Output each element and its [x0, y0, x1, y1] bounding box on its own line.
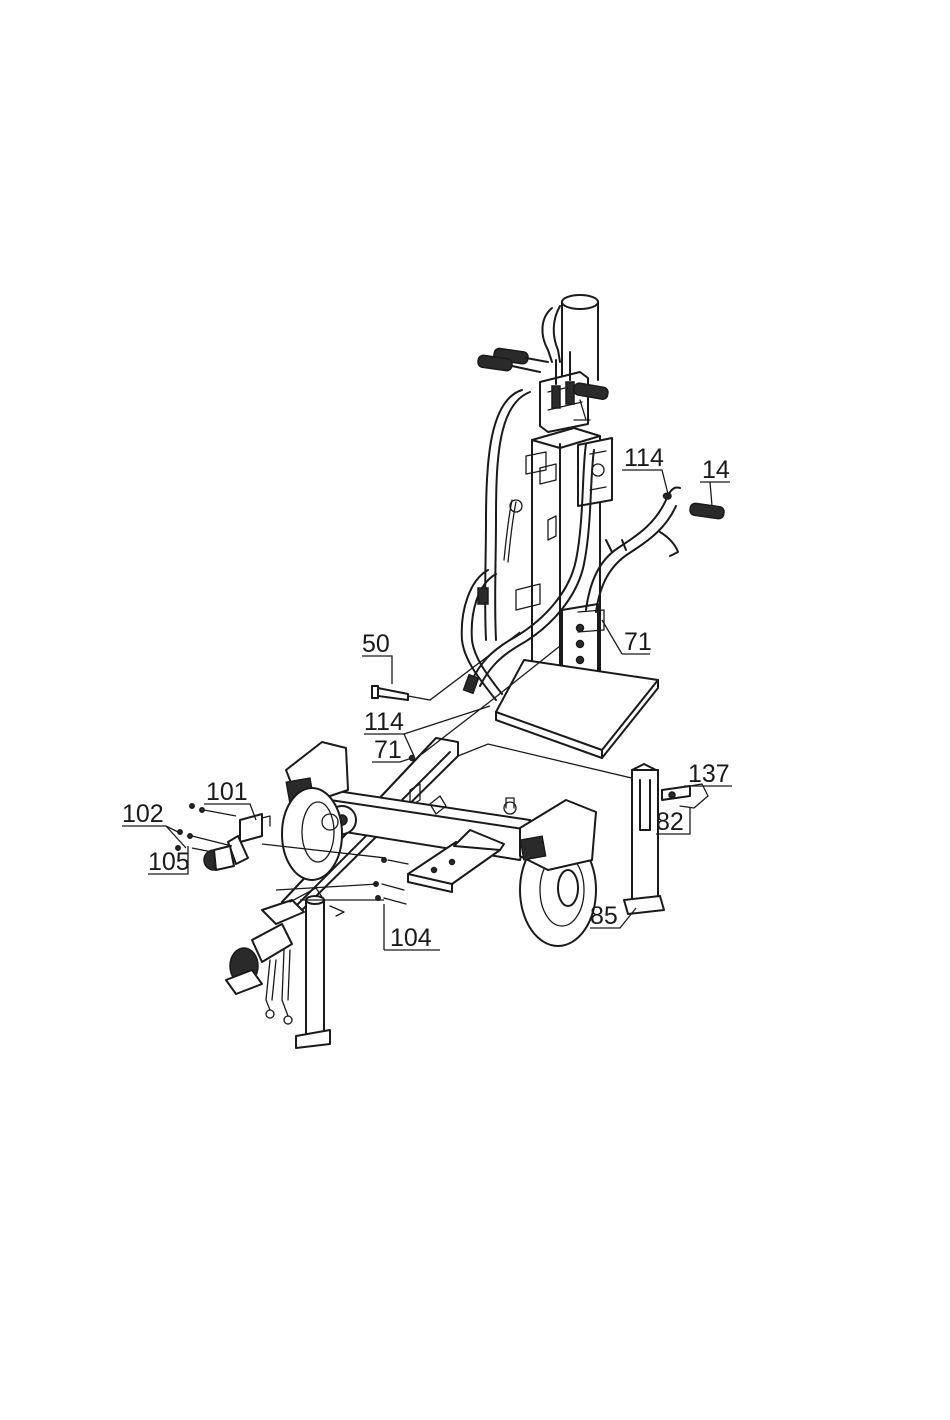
callout-14: 14 — [702, 456, 730, 484]
callout-137: 137 — [688, 760, 730, 788]
callout-105: 105 — [148, 848, 190, 876]
safety-chains — [266, 950, 292, 1024]
callout-71-right: 71 — [624, 628, 652, 656]
callout-85: 85 — [590, 902, 618, 930]
rear-stand-85 — [624, 764, 664, 914]
grip-handle-left-top — [477, 348, 548, 372]
front-jack-stand — [296, 896, 330, 1048]
callout-50: 50 — [362, 630, 390, 658]
callout-82: 82 — [656, 808, 684, 836]
callout-102: 102 — [122, 800, 164, 828]
right-handle-bar — [586, 488, 725, 613]
right-wheel-assembly — [520, 800, 596, 946]
callout-114-mid: 114 — [364, 708, 404, 736]
callout-104: 104 — [390, 924, 432, 952]
callout-71-mid: 71 — [374, 736, 402, 764]
left-wheel-assembly — [282, 742, 348, 880]
base-plate — [496, 660, 658, 758]
callout-101: 101 — [206, 778, 248, 806]
callout-114-top: 114 — [624, 444, 664, 472]
splitter-column — [516, 295, 612, 712]
valve-assembly — [477, 306, 608, 432]
